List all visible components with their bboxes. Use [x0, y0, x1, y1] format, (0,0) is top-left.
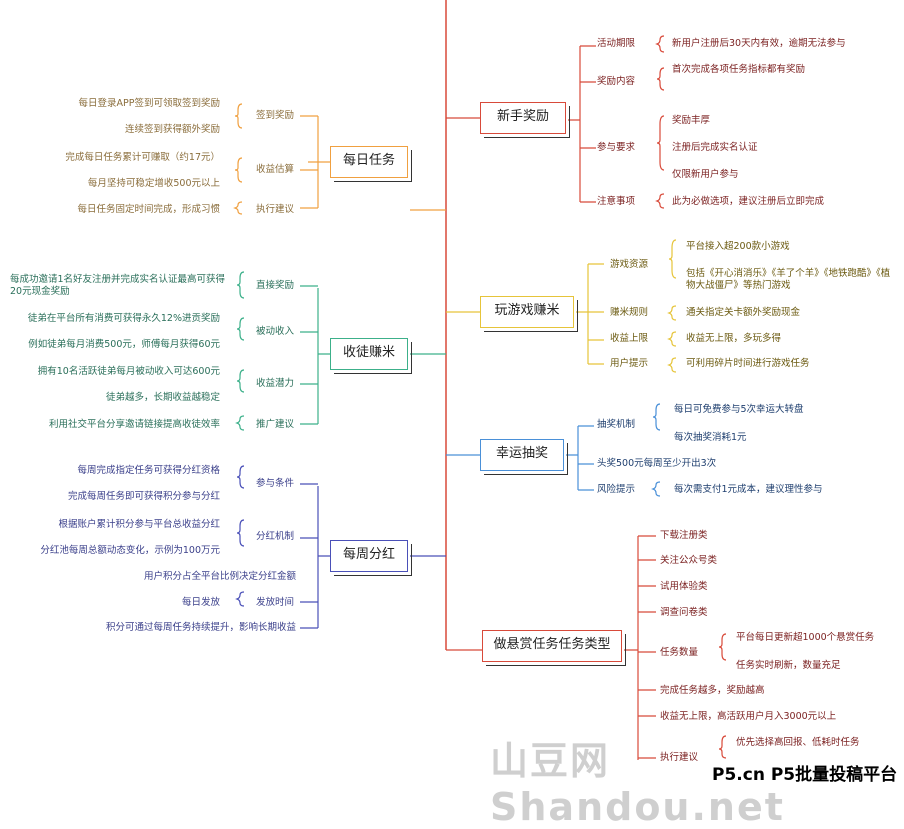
bounty-count-label: 任务数量	[660, 647, 699, 658]
watermark-p5: P5.cn P5批量投稿平台	[712, 765, 898, 785]
bounty-type-item: 下载注册类	[660, 530, 708, 541]
bounty-nolimit: 收益无上限，高活跃用户月入3000元以上	[660, 711, 837, 722]
bounty-count-item: 任务实时刷新，数量充足	[736, 660, 841, 671]
recruit-potential-item: 拥有10名活跃徒弟每月被动收入可达600元	[37, 366, 220, 377]
newbie-content-label: 奖励内容	[597, 76, 636, 87]
bounty-exec-item: 优先选择高回报、低耗时任务	[736, 737, 860, 748]
node-recruit[interactable]: 收徒赚米	[330, 338, 412, 374]
weekly-mech-item: 根据账户累计积分参与平台总收益分红	[58, 519, 220, 530]
recruit-promo-item: 利用社交平台分享邀请链接提高收徒效率	[48, 419, 220, 430]
daily-estimate-item: 完成每日任务累计可赚取（约17元）	[65, 152, 220, 163]
recruit-potential-label: 收益潜力	[256, 378, 295, 389]
bounty-more: 完成任务越多，奖励越高	[660, 685, 765, 696]
connector-lines	[233, 0, 727, 760]
lottery-mech-item: 每日可免费参与5次幸运大转盘	[674, 404, 804, 415]
weekly-cond-item: 完成每周任务即可获得积分参与分红	[67, 491, 220, 502]
recruit-direct-label: 直接奖励	[256, 280, 295, 291]
newbie-period-label: 活动期限	[597, 38, 636, 49]
game-res-item: 包括《开心消消乐》《羊了个羊》《地铁跑酷》《植物大战僵尸》等热门游戏	[686, 268, 891, 291]
game-tip-label: 用户提示	[610, 358, 649, 369]
newbie-note-label: 注意事项	[597, 196, 636, 207]
weekly-time-item: 每日发放	[181, 597, 220, 608]
game-res-label: 游戏资源	[610, 259, 649, 270]
bounty-exec-label: 执行建议	[660, 752, 699, 763]
daily-estimate-item: 每月坚持可稳定增收500元以上	[87, 178, 220, 189]
daily-advice-item: 每日任务固定时间完成，形成习惯	[77, 204, 220, 215]
newbie-req-item: 奖励丰厚	[672, 115, 711, 126]
daily-estimate-label: 收益估算	[256, 164, 295, 175]
weekly-cond-item: 每周完成指定任务可获得分红资格	[77, 465, 220, 476]
weekly-cond-label: 参与条件	[256, 478, 295, 489]
recruit-potential-item: 徒弟越多，长期收益越稳定	[105, 392, 220, 403]
node-lottery[interactable]: 幸运抽奖	[480, 439, 568, 475]
game-tip-item: 可利用碎片时间进行游戏任务	[686, 358, 810, 369]
node-game[interactable]: 玩游戏赚米	[480, 296, 578, 332]
bounty-type-item: 调查问卷类	[660, 607, 708, 618]
newbie-req-item: 仅限新用户参与	[672, 169, 739, 180]
game-rule-label: 赚米规则	[610, 307, 649, 318]
node-bounty[interactable]: 做悬赏任务任务类型	[482, 630, 626, 666]
recruit-passive-item: 徒弟在平台所有消费可获得永久12%进贡奖励	[27, 313, 220, 324]
recruit-passive-item: 例如徒弟每月消费500元，师傅每月获得60元	[28, 339, 220, 350]
weekly-time-label: 发放时间	[256, 597, 295, 608]
lottery-mech-item: 每次抽奖消耗1元	[674, 432, 747, 443]
newbie-note-item: 此为必做选项，建议注册后立即完成	[672, 196, 825, 207]
node-newbie-reward[interactable]: 新手奖励	[480, 102, 570, 138]
lottery-jackpot: 头奖500元每周至少开出3次	[597, 458, 717, 469]
lottery-mech-label: 抽奖机制	[597, 419, 636, 430]
node-daily-task[interactable]: 每日任务	[330, 146, 412, 182]
game-limit-label: 收益上限	[610, 333, 649, 344]
daily-checkin-item: 连续签到获得额外奖励	[124, 124, 220, 135]
lottery-risk-item: 每次需支付1元成本，建议理性参与	[674, 484, 823, 495]
recruit-promo-label: 推广建议	[256, 419, 295, 430]
bounty-type-item: 试用体验类	[660, 581, 708, 592]
game-limit-item: 收益无上限，多玩多得	[686, 333, 782, 344]
node-weekly-dividend[interactable]: 每周分红	[330, 540, 412, 576]
weekly-mech-item: 分红池每周总额动态变化，示例为100万元	[40, 545, 220, 556]
weekly-mech-item: 用户积分占全平台比例决定分红金额	[143, 571, 296, 582]
newbie-req-label: 参与要求	[597, 142, 636, 153]
recruit-passive-label: 被动收入	[256, 326, 295, 337]
bounty-type-item: 关注公众号类	[660, 555, 718, 566]
newbie-period-item: 新用户注册后30天内有效，逾期无法参与	[672, 38, 846, 49]
bounty-count-item: 平台每日更新超1000个悬赏任务	[736, 632, 875, 643]
weekly-time-item: 积分可通过每周任务持续提升，影响长期收益	[105, 622, 296, 633]
recruit-direct-item: 每成功邀请1名好友注册并完成实名认证最高可获得20元现金奖励	[10, 274, 226, 297]
daily-checkin-item: 每日登录APP签到可领取签到奖励	[78, 98, 220, 109]
game-rule-item: 通关指定关卡额外奖励现金	[686, 307, 801, 318]
newbie-content-item: 首次完成各项任务指标都有奖励	[672, 64, 806, 75]
newbie-req-item: 注册后完成实名认证	[672, 142, 758, 153]
daily-advice-label: 执行建议	[256, 204, 295, 215]
game-res-item: 平台接入超200款小游戏	[686, 241, 790, 252]
weekly-mech-label: 分红机制	[256, 531, 295, 542]
lottery-risk-label: 风险提示	[597, 484, 636, 495]
daily-checkin-label: 签到奖励	[256, 110, 295, 121]
